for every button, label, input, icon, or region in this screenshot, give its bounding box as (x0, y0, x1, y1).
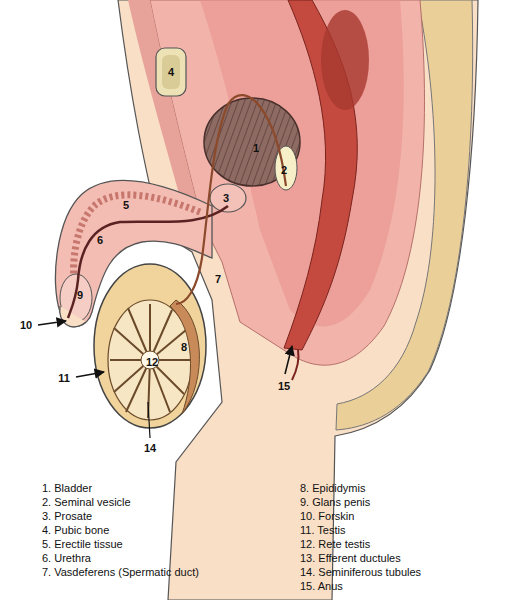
key-entry: 8. Epididymis (300, 482, 365, 495)
colon-loop (321, 10, 369, 110)
pointer-arrow (76, 372, 104, 377)
key-entry: 9. Glans penis (300, 496, 370, 509)
callout-number: 10 (20, 319, 32, 331)
callout-number: 1 (253, 142, 259, 154)
key-entry: 3. Prosate (42, 510, 92, 523)
pointer-arrow (38, 321, 66, 325)
key-entry: 12. Rete testis (300, 538, 370, 551)
callout-number: 7 (215, 273, 221, 285)
pubic-bone (156, 48, 186, 96)
callout-number: 14 (144, 442, 156, 454)
cavity-shade (200, 0, 404, 326)
rete-testis (141, 351, 159, 369)
callout-number: 12 (146, 356, 158, 368)
callout-number: 4 (168, 66, 174, 78)
callout-number: 3 (223, 192, 229, 204)
key-entry: 1. Bladder (42, 482, 92, 495)
key-entry: 6. Urethra (42, 552, 91, 565)
callout-number: 15 (278, 380, 290, 392)
bladder (204, 98, 300, 186)
key-entry: 14. Seminiferous tubules (300, 566, 421, 579)
key-entry: 15. Anus (300, 580, 343, 593)
epididymis (170, 300, 199, 414)
callout-number: 9 (77, 289, 83, 301)
key-entry: 4. Pubic bone (42, 524, 109, 537)
key-entry: 11. Testis (300, 524, 345, 537)
foreskin (60, 306, 86, 327)
key-entry: 10. Forskin (300, 510, 354, 523)
anal-canal (292, 350, 299, 380)
key-entry: 7. Vasdeferens (Spermatic duct) (42, 566, 199, 579)
scrotum (94, 264, 206, 428)
callout-number: 2 (281, 164, 287, 176)
key-entry: 2. Seminal vesicle (42, 496, 131, 509)
prostate (210, 184, 246, 212)
vas-deferens (176, 95, 286, 304)
key-entry: 13. Efferent ductules (300, 552, 401, 565)
pointer-arrow (285, 346, 292, 374)
bone-marrow (162, 55, 180, 89)
seminiferous-tubules (110, 304, 190, 418)
callout-number: 6 (97, 234, 103, 246)
key-entry: 5. Erectile tissue (42, 538, 123, 551)
leader-line (148, 402, 150, 438)
callout-number: 8 (181, 341, 187, 353)
callout-number: 11 (58, 372, 70, 384)
callout-number: 5 (123, 199, 129, 211)
